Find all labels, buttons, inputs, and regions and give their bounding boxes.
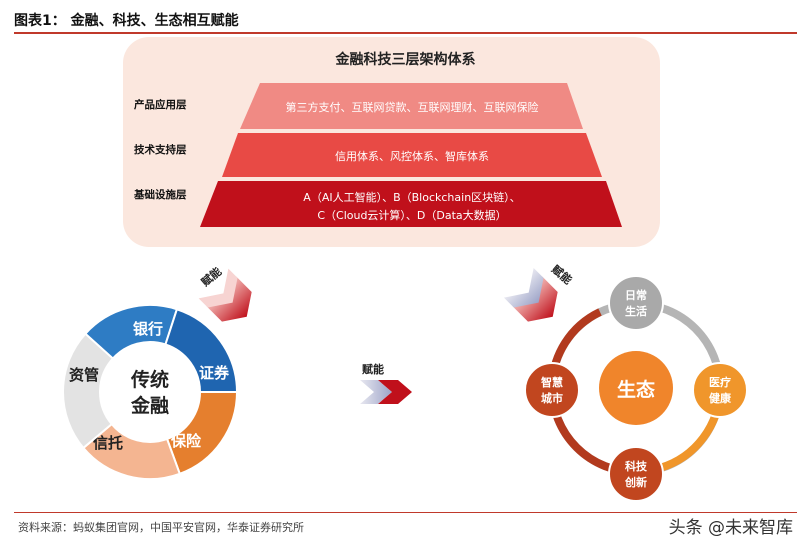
pyramid-layer-product <box>240 83 583 129</box>
figure-title: 图表1： 金融、科技、生态相互赋能 <box>14 13 239 29</box>
pyramid-layer-product-text: 第三方支付、互联网贷款、互联网理财、互联网保险 <box>286 100 539 114</box>
header-divider <box>14 32 797 34</box>
ecosystem-node-smart-city-line-1: 智慧 <box>541 375 563 389</box>
watermark: 头条 @未来智库 <box>668 518 793 538</box>
ecosystem-node-health <box>692 362 748 418</box>
finance-segment-securities-label: 证券 <box>199 364 230 382</box>
ecosystem-node-smart-city <box>524 362 580 418</box>
ecosystem-node-innovation-line-2: 创新 <box>624 475 647 489</box>
traditional-finance-center-line-2: 金融 <box>130 394 169 417</box>
traditional-finance-center-line-1: 传统 <box>130 368 169 391</box>
pyramid-layer-tech-text: 信用体系、风控体系、智库体系 <box>335 149 489 163</box>
ecosystem-diagram: 生态 日常 生活 医疗 健康 科技 创新 智慧 城市 <box>524 275 748 502</box>
ecosystem-node-smart-city-line-2: 城市 <box>541 391 563 405</box>
empower-label-right: 赋能 <box>549 262 575 287</box>
empower-label-center: 赋能 <box>362 362 384 376</box>
finance-segment-insurance-label: 保险 <box>170 432 202 450</box>
ecosystem-node-daily-life-line-1: 日常 <box>625 288 647 302</box>
finance-segment-asset-management-label: 资管 <box>69 366 99 384</box>
pyramid-title: 金融科技三层架构体系 <box>335 52 476 68</box>
footer-divider <box>14 512 797 513</box>
ecosystem-node-innovation <box>608 446 664 502</box>
traditional-finance-center <box>100 342 200 442</box>
empower-arrow-right <box>503 267 558 322</box>
empower-arrow-center <box>360 380 412 404</box>
ecosystem-node-health-line-2: 健康 <box>709 391 732 405</box>
layer-label-tech: 技术支持层 <box>134 144 187 156</box>
layer-label-product: 产品应用层 <box>134 99 187 111</box>
pyramid-layer-infra <box>200 181 622 227</box>
empower-label-left: 赋能 <box>198 264 224 289</box>
pyramid-layer-infra-text-2: C（Cloud云计算）、D（Data大数据） <box>317 208 506 222</box>
source-note: 资料来源：蚂蚁集团官网，中国平安官网，华泰证券研究所 <box>18 521 304 534</box>
empower-arrow-left <box>198 268 252 322</box>
ecosystem-node-innovation-line-1: 科技 <box>625 459 648 473</box>
ecosystem-node-daily-life-line-2: 生活 <box>625 304 647 318</box>
pyramid-layer-tech <box>222 133 602 177</box>
ecosystem-center <box>599 351 673 425</box>
finance-segment-trust-label: 信托 <box>93 434 123 452</box>
layer-label-infra: 基础设施层 <box>134 189 187 201</box>
ecosystem-node-health-line-1: 医疗 <box>709 375 731 389</box>
ecosystem-center-label: 生态 <box>617 378 655 401</box>
finance-segment-bank-label: 银行 <box>133 320 163 338</box>
ecosystem-node-daily-life <box>608 275 664 331</box>
pyramid-layer-infra-text-1: A（AI人工智能）、B（Blockchain区块链）、 <box>303 190 520 204</box>
